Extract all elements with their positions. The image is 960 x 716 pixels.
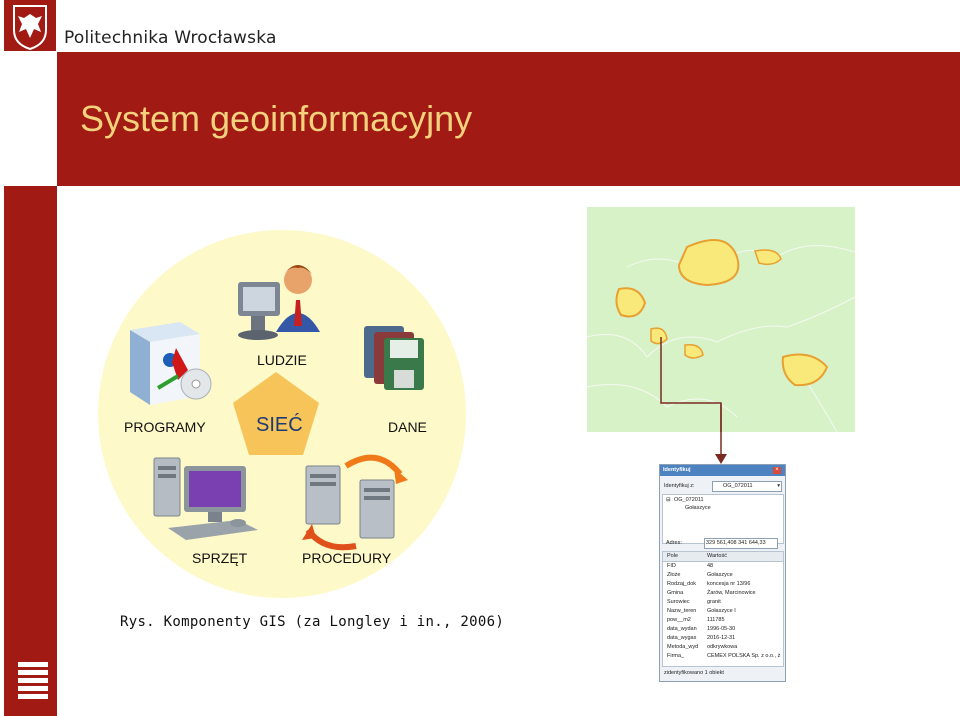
- row-value: odkrywkowa: [707, 644, 738, 650]
- label-people: LUDZIE: [257, 352, 307, 368]
- map-panel: [587, 207, 855, 432]
- label-network: SIEĆ: [256, 414, 303, 436]
- row-value: Gołaszyce I: [707, 608, 736, 614]
- row-value: 111785: [707, 617, 725, 623]
- table-header: Pole Wartość: [663, 552, 783, 562]
- procedures-servers-icon: [302, 454, 408, 551]
- row-field: FID: [667, 563, 676, 569]
- table-row[interactable]: FID 48: [663, 562, 783, 571]
- computer-hardware-icon: [153, 457, 258, 540]
- identify-window-title: Identyfikuj: [663, 467, 691, 473]
- row-field: Surowiec: [667, 599, 690, 605]
- data-disks-icon: [364, 326, 424, 390]
- column-header-field[interactable]: Pole: [667, 553, 679, 559]
- figure-caption: Rys. Komponenty GIS (za Longley i in., 2…: [120, 614, 505, 630]
- row-field: Nazw_teren: [667, 608, 697, 614]
- table-row[interactable]: Metoda_wyd odkrywkowa: [663, 643, 783, 652]
- row-value: Żarów, Marcinowice: [707, 590, 756, 596]
- identify-window: Identyfikuj × Identyfikuj z: OG_072011 ▾…: [659, 464, 786, 682]
- row-field: data_wygas: [667, 635, 697, 641]
- row-field: Gmina: [667, 590, 684, 596]
- identify-from-select[interactable]: OG_072011 ▾: [712, 481, 782, 492]
- row-value: 2016-12-31: [707, 635, 736, 641]
- label-procedures: PROCEDURY: [302, 550, 392, 566]
- table-row[interactable]: Firma_ CEMEX POLSKA Sp. z o.o., ż: [663, 652, 783, 661]
- status-text: zidentyfikowano 1 obiekt: [664, 670, 724, 676]
- menu-icon[interactable]: [18, 662, 48, 702]
- table-row[interactable]: Gmina Żarów, Marcinowice: [663, 589, 783, 598]
- chevron-down-icon: ▾: [777, 483, 780, 489]
- side-bar: [4, 186, 57, 716]
- address-field[interactable]: 329 561,408 341 644,33: [704, 538, 778, 549]
- tree-child-item[interactable]: Gołaszyce: [685, 505, 711, 511]
- eagle-emblem-icon: [13, 5, 47, 51]
- row-value: Gołaszyce: [707, 572, 733, 578]
- title-band: [57, 52, 960, 186]
- tree-root-item[interactable]: OG_072011: [674, 497, 704, 503]
- software-box-icon: [130, 322, 212, 405]
- table-row[interactable]: data_wydan 1996-05-30: [663, 625, 783, 634]
- network-pentagon: [233, 372, 319, 455]
- table-row[interactable]: data_wygas 2016-12-31: [663, 634, 783, 643]
- tree-expander-icon[interactable]: ⊟: [666, 497, 671, 503]
- row-value: 48: [707, 563, 714, 569]
- table-row[interactable]: Surowiec granit: [663, 598, 783, 607]
- institution-name: Politechnika Wrocławska: [64, 28, 277, 48]
- results-tree: ⊟ OG_072011 Gołaszyce: [662, 494, 784, 544]
- column-header-value[interactable]: Wartość: [707, 553, 727, 559]
- row-value: 1996-05-30: [707, 626, 736, 632]
- diagram-artwork: [130, 265, 424, 551]
- label-programs: PROGRAMY: [124, 419, 206, 435]
- table-row[interactable]: Złoże Gołaszyce: [663, 571, 783, 580]
- row-field: data_wydan: [667, 626, 697, 632]
- table-row[interactable]: Nazw_teren Gołaszyce I: [663, 607, 783, 616]
- map-to-window-arrow: [715, 404, 727, 464]
- university-logo: [4, 0, 56, 51]
- row-field: Metoda_wyd: [667, 644, 699, 650]
- label-hardware: SPRZĘT: [192, 550, 248, 566]
- close-icon[interactable]: ×: [773, 467, 781, 474]
- identify-from-label: Identyfikuj z:: [664, 483, 695, 489]
- row-field: pow__m2: [667, 617, 691, 623]
- row-value: CEMEX POLSKA Sp. z o.o., ż: [707, 653, 781, 659]
- user-at-computer-icon: [238, 265, 320, 340]
- address-label: Adres:: [666, 540, 682, 546]
- table-row[interactable]: pow__m2 111785: [663, 616, 783, 625]
- row-field: Rodzaj_dok: [667, 581, 697, 587]
- row-field: Firma_: [667, 653, 685, 659]
- page-title: System geoinformacyjny: [80, 98, 473, 139]
- row-value: koncesja nr 13/96: [707, 581, 751, 587]
- table-row[interactable]: Rodzaj_dok koncesja nr 13/96: [663, 580, 783, 589]
- row-value: granit: [707, 599, 721, 605]
- identify-window-titlebar: [660, 465, 785, 476]
- map-artwork: [587, 239, 855, 432]
- label-data: DANE: [388, 419, 427, 435]
- row-field: Złoże: [667, 572, 681, 578]
